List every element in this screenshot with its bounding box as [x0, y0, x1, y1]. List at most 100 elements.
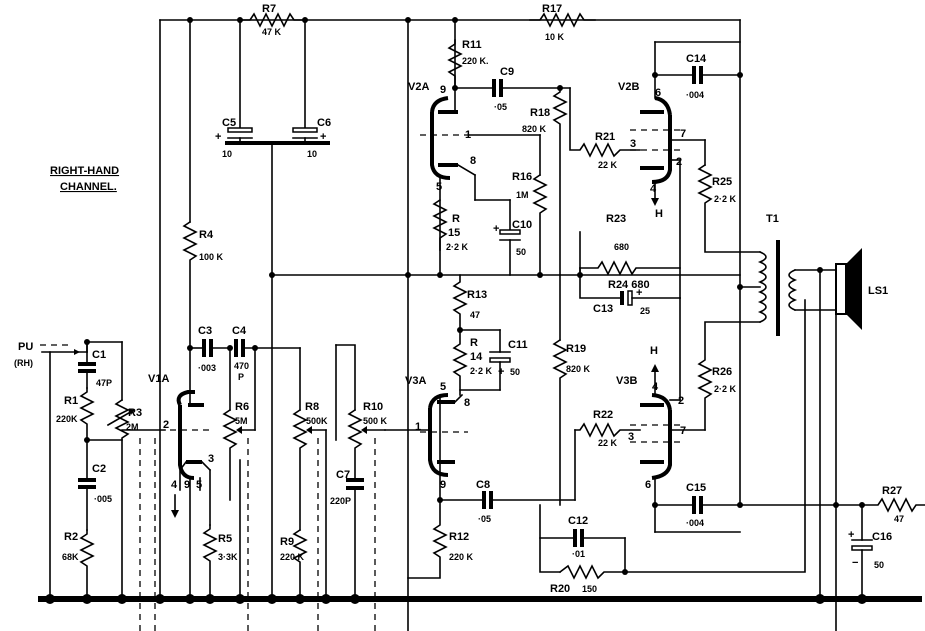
svg-text:R6: R6: [235, 401, 249, 413]
capacitor-c2: C2 ·005: [78, 439, 112, 531]
svg-text:2: 2: [678, 395, 684, 407]
svg-text:·05: ·05: [494, 102, 507, 112]
resistor-r12: R12 220 K: [407, 499, 474, 579]
svg-text:220 K: 220 K: [449, 552, 474, 562]
loudspeaker-ls1: LS1: [835, 248, 888, 330]
svg-text:2: 2: [163, 419, 169, 431]
svg-text:C8: C8: [476, 479, 490, 491]
svg-text:50: 50: [510, 367, 520, 377]
capacitor-c5: C5 + 10: [215, 117, 253, 159]
svg-text:680: 680: [614, 242, 629, 252]
svg-text:47 K: 47 K: [262, 27, 282, 37]
resistor-r26: R26 2·2 K: [697, 321, 761, 431]
svg-text:R3: R3: [128, 407, 142, 419]
svg-text:R22: R22: [593, 409, 613, 421]
svg-text:R23: R23: [606, 213, 626, 225]
svg-text:1M: 1M: [516, 190, 529, 200]
svg-text:5: 5: [196, 479, 202, 491]
potentiometer-r10: R10 500 K: [325, 344, 388, 631]
resistor-r13: R13 47: [452, 274, 487, 333]
resistor-r22: R22 22 K: [574, 409, 641, 448]
resistor-r15: R 15 2·2 K: [432, 198, 469, 252]
svg-text:LS1: LS1: [868, 285, 888, 297]
capacitor-c10: + C10 50: [474, 199, 532, 276]
svg-text:R11: R11: [462, 39, 482, 51]
potentiometer-r8: R8 500K R9 220 K: [280, 347, 328, 631]
resistor-r25: R25 2·2 K: [697, 139, 761, 253]
svg-text:47: 47: [470, 310, 480, 320]
svg-text:9: 9: [440, 84, 446, 96]
valve-v3a: V3A 1 5 8 9: [384, 375, 470, 501]
svg-text:3: 3: [628, 431, 634, 443]
svg-text:2·2 K: 2·2 K: [446, 242, 469, 252]
svg-text:9: 9: [440, 479, 446, 491]
svg-text:+: +: [848, 529, 854, 541]
capacitor-c13: C13 + 25: [579, 267, 681, 316]
svg-text:R9: R9: [280, 536, 294, 548]
svg-text:+: +: [636, 287, 642, 299]
svg-text:C7: C7: [336, 469, 350, 481]
resistor-r16: R16 1M: [512, 134, 548, 276]
svg-text:820 K: 820 K: [566, 364, 591, 374]
svg-text:R4: R4: [199, 229, 214, 241]
svg-text:500 K: 500 K: [363, 416, 388, 426]
svg-text:R21: R21: [595, 131, 615, 143]
svg-text:2: 2: [676, 156, 682, 168]
capacitor-c15: C15 ·004: [654, 482, 863, 528]
svg-text:C9: C9: [500, 66, 514, 78]
capacitor-c6: C6 + 10: [292, 117, 331, 159]
resistor-r19: R19 820 K: [552, 274, 591, 506]
svg-text:R16: R16: [512, 171, 532, 183]
svg-text:R18: R18: [530, 107, 550, 119]
svg-text:22 K: 22 K: [598, 160, 618, 170]
svg-text:C15: C15: [686, 482, 706, 494]
svg-text:C6: C6: [317, 117, 331, 129]
resistor-r4: R4 100 K: [182, 19, 224, 351]
svg-text:9: 9: [184, 479, 190, 491]
svg-text:C11: C11: [508, 339, 528, 351]
capacitor-c7: C7 220P: [330, 469, 364, 600]
svg-text:R8: R8: [305, 401, 319, 413]
svg-text:R1: R1: [64, 395, 78, 407]
svg-text:·01: ·01: [572, 549, 585, 559]
svg-text:·005: ·005: [94, 494, 112, 504]
capacitor-c14: C14 ·004: [654, 53, 743, 100]
svg-text:C10: C10: [512, 219, 532, 231]
svg-text:470: 470: [234, 361, 249, 371]
svg-text:H: H: [655, 208, 663, 220]
svg-text:C3: C3: [198, 325, 212, 337]
svg-text:V3A: V3A: [405, 375, 426, 387]
resistor-r21: R21 22 K: [569, 87, 641, 170]
svg-text:·004: ·004: [686, 518, 704, 528]
svg-text:+: +: [498, 366, 504, 378]
svg-text:5: 5: [436, 181, 442, 193]
svg-text:T1: T1: [766, 213, 779, 225]
svg-text:2·2 K: 2·2 K: [470, 366, 493, 376]
svg-text:R12: R12: [449, 531, 469, 543]
svg-text:25: 25: [640, 306, 650, 316]
output-transformer-t1: T1: [737, 213, 837, 631]
svg-text:R: R: [470, 337, 478, 349]
channel-title-line1: RIGHT-HAND: [50, 165, 119, 177]
valve-v1a: V1A 2 3 4 9 5: [148, 347, 214, 600]
svg-text:·003: ·003: [198, 363, 216, 373]
svg-text:22 K: 22 K: [598, 438, 618, 448]
svg-text:R5: R5: [218, 533, 232, 545]
svg-text:15: 15: [448, 227, 460, 239]
svg-text:50: 50: [874, 560, 884, 570]
svg-text:R19: R19: [566, 343, 586, 355]
capacitor-c16: + − C16 50: [848, 504, 892, 600]
svg-text:C1: C1: [92, 349, 106, 361]
svg-text:220P: 220P: [330, 496, 351, 506]
resistor-r1: R1 220K: [56, 387, 123, 443]
resistor-r11: R11 220 K.: [447, 39, 489, 91]
svg-text:R24 680: R24 680: [608, 279, 650, 291]
resistor-r7: R7 47 K: [239, 3, 306, 37]
svg-text:H: H: [650, 345, 658, 357]
resistor-r24: R24 680 680: [579, 260, 681, 291]
svg-text:C12: C12: [568, 515, 588, 527]
svg-text:C14: C14: [686, 53, 707, 65]
svg-text:2M: 2M: [126, 422, 139, 432]
svg-text:3: 3: [630, 138, 636, 150]
svg-text:C16: C16: [872, 531, 892, 543]
